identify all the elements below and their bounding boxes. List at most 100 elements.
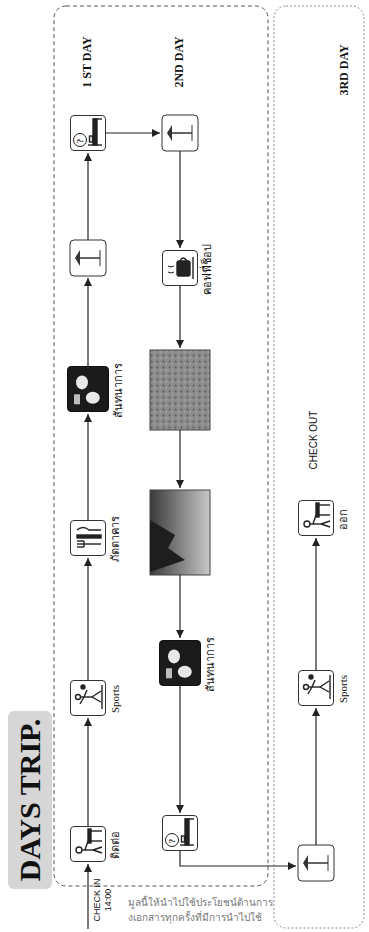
- spotlight-icon: [70, 240, 106, 276]
- icon-figure: [76, 685, 103, 709]
- icon-box: [70, 240, 106, 276]
- icon: [71, 681, 105, 715]
- photo-shape: [86, 392, 100, 404]
- flow-arrow: [179, 151, 180, 248]
- place-label: Sports: [110, 685, 121, 713]
- icon-figure: [166, 819, 195, 847]
- icon-figure: [77, 528, 101, 548]
- icon-stroke: [93, 119, 97, 145]
- day-frame: [54, 6, 268, 886]
- icon-stroke: [77, 535, 101, 538]
- icon-stroke: [319, 514, 330, 515]
- flow-arrow: [106, 132, 160, 133]
- photo: [150, 490, 210, 575]
- place-label: Sports: [338, 675, 349, 703]
- photo-shape: [168, 649, 180, 663]
- icon-figure: [74, 119, 103, 147]
- icon-stroke: [185, 819, 189, 845]
- flow-arrow: [179, 575, 180, 638]
- day-label: 3RD DAY: [338, 44, 350, 95]
- icon-stroke: [82, 849, 93, 850]
- place-label: ติดต่อ: [110, 831, 121, 859]
- icon-stroke: [88, 829, 91, 843]
- icon-stroke: [83, 541, 84, 547]
- icon-stroke: [308, 687, 312, 694]
- icon-stroke: [77, 543, 101, 544]
- icon-stroke: [168, 266, 174, 273]
- photo-shape: [178, 666, 192, 678]
- icon-box: ?: [70, 115, 106, 151]
- icon-stroke: [93, 850, 102, 853]
- icon-stroke: [316, 503, 319, 517]
- icon: [299, 501, 333, 535]
- icon-stroke: [180, 258, 187, 261]
- icon-stroke: [90, 136, 93, 142]
- watermark: งเอกสารทุกครั้งที่มีการนำไปใช้: [128, 912, 262, 924]
- icon-stroke: [93, 847, 102, 850]
- icon-figure: [168, 257, 193, 279]
- photo-shape: [150, 520, 185, 572]
- day-label: 1 ST DAY: [81, 36, 93, 87]
- icon-figure: [304, 503, 330, 527]
- flow-arrow: [179, 686, 180, 813]
- flow-arrow: [179, 430, 180, 488]
- icon-stroke: [172, 132, 192, 134]
- icon-stroke: [166, 834, 179, 847]
- icon-stroke: [319, 504, 330, 505]
- icon-stroke: [167, 125, 172, 141]
- icon-stroke: [304, 685, 309, 690]
- icon-stroke: [92, 697, 101, 702]
- icon-stroke: [77, 528, 101, 531]
- photo-box: สันทนาการ: [67, 366, 109, 412]
- flow-arrow: [87, 864, 88, 929]
- photo-box: สันทนาการ: [159, 640, 201, 686]
- icon-box: ?: [162, 815, 198, 851]
- icon-stroke: [328, 855, 329, 871]
- flow-arrow: [87, 153, 88, 240]
- spotlight-icon: [298, 845, 334, 881]
- icon-stroke: [77, 540, 84, 541]
- icon: [71, 827, 105, 861]
- icon-stroke: [192, 257, 193, 279]
- spotlight-icon: [162, 115, 198, 151]
- icon-stroke: [92, 691, 101, 697]
- icon-box: คอฟฟี่ช็อป: [162, 250, 198, 286]
- flow-arrow: [87, 414, 88, 520]
- icon-stroke: [100, 250, 101, 266]
- place-label: สันทนาการ: [113, 363, 124, 418]
- place-label: สันทนาการ: [205, 637, 216, 692]
- icon-stroke: [182, 836, 185, 842]
- icon-stroke: [321, 524, 330, 527]
- icon-stroke: [93, 118, 102, 119]
- icon-stroke: [101, 685, 102, 709]
- icon-box: Sports: [298, 670, 334, 706]
- icon-mark: ?: [76, 139, 85, 144]
- icon-stroke: [177, 261, 190, 276]
- icon-stroke: [75, 250, 80, 266]
- icon: [163, 251, 197, 285]
- icon-box: [298, 845, 334, 881]
- icon-stroke: [74, 134, 87, 147]
- title: DAYS TRIP.: [15, 719, 45, 881]
- icon: [163, 816, 197, 850]
- day-frame: [274, 6, 364, 928]
- flow-arrow: [315, 538, 316, 670]
- photo-shape: [74, 394, 80, 404]
- icon-stroke: [320, 687, 329, 692]
- icon: [160, 641, 200, 685]
- photo: [150, 490, 210, 575]
- icon-stroke: [329, 675, 330, 699]
- icon-stroke: [309, 675, 313, 679]
- icon: [71, 521, 105, 555]
- day-label: CHECK OUT: [309, 411, 319, 470]
- icon-stroke: [320, 681, 329, 687]
- icon-stroke: [312, 680, 315, 687]
- icon-stroke: [81, 685, 85, 689]
- icon-stroke: [303, 855, 308, 871]
- icon-stroke: [76, 847, 82, 853]
- place-label: ภัตตาคาร: [110, 516, 121, 562]
- flow-arrow: [87, 278, 88, 366]
- icon-stroke: [304, 521, 310, 527]
- watermark: มูลนี้ให้นำไปใช้ประโยชน์ด้านการ: [128, 897, 273, 909]
